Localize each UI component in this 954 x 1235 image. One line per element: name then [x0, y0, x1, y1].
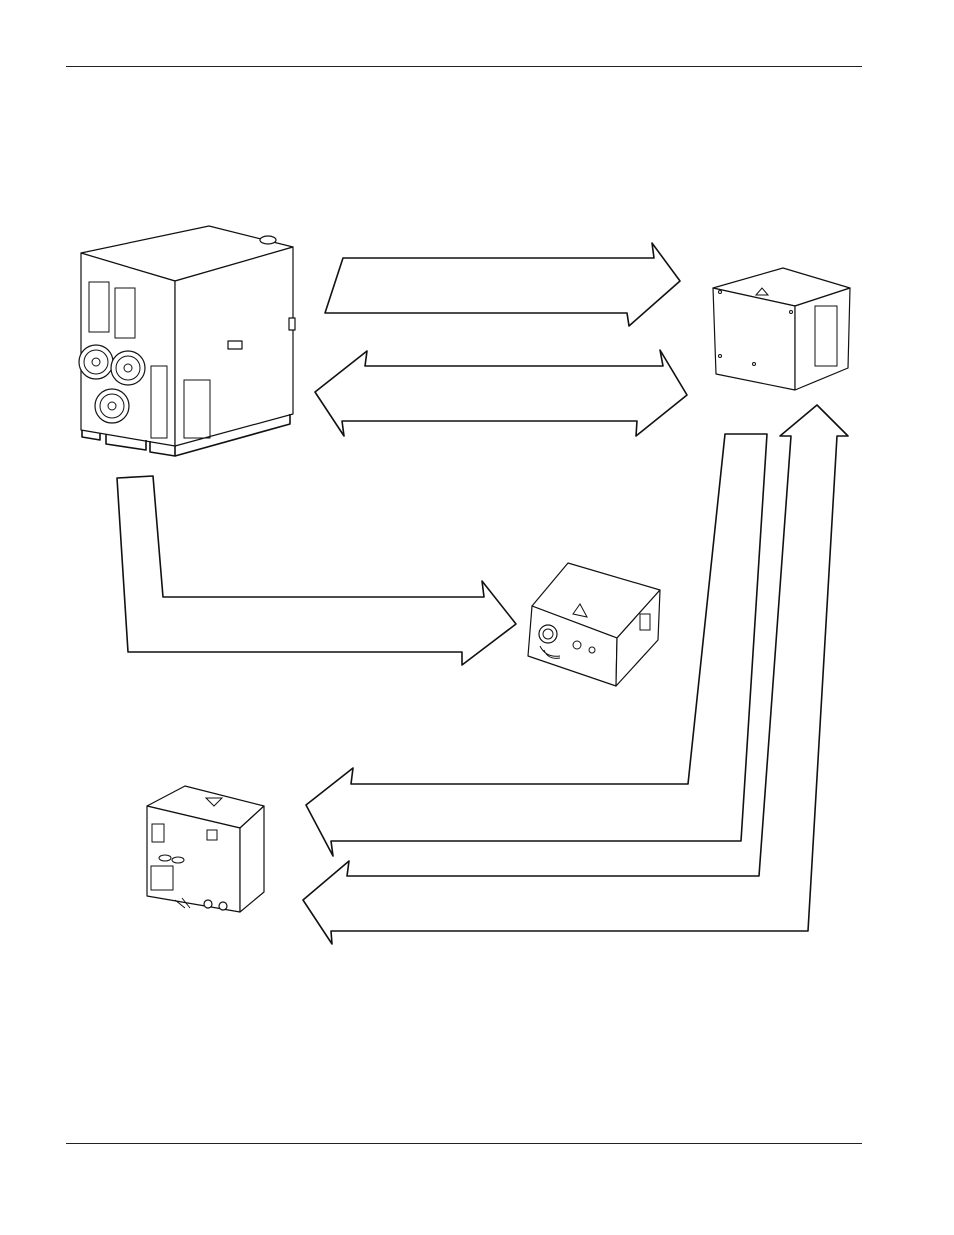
connection-arrow-cooler-ignition-bidirectional	[302, 404, 849, 945]
gas-console-illustration	[527, 562, 661, 687]
cooler-unit-illustration	[712, 267, 851, 391]
header-rule	[66, 66, 862, 67]
power-supply-vent-grills	[88, 281, 211, 439]
power-supply-fans	[78, 344, 146, 424]
cooler-vent-grill	[814, 305, 838, 367]
connection-arrow-supply-to-gas-console	[116, 475, 517, 666]
ignition-console-illustration	[146, 785, 265, 913]
power-supply-unit-illustration	[78, 225, 296, 457]
connection-arrow-supply-to-cooler-1	[324, 242, 681, 327]
connection-arrow-supply-cooler-bidirectional	[314, 349, 688, 437]
footer-rule	[66, 1143, 862, 1144]
connection-arrow-cooler-to-ignition-1	[305, 433, 768, 857]
